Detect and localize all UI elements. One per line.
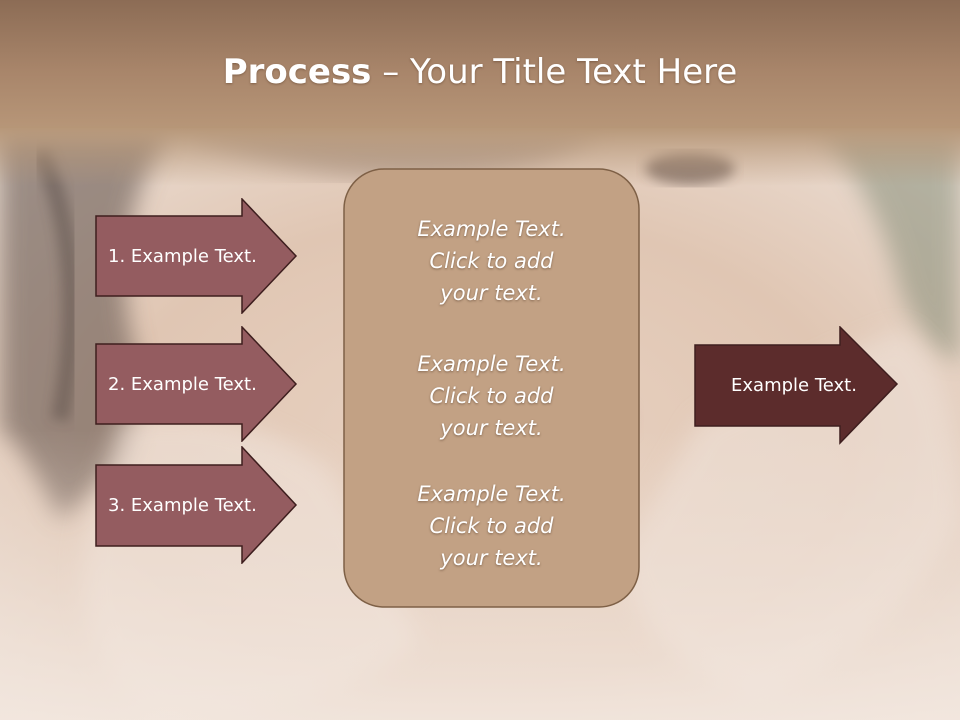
panel-block-1-line-1: Example Text. (417, 217, 566, 241)
step-arrow-1[interactable]: 1. Example Text. (95, 198, 300, 314)
panel-block-3-line-1: Example Text. (417, 482, 566, 506)
step-arrow-2[interactable]: 2. Example Text. (95, 326, 300, 442)
step-label-3: 3. Example Text. (108, 495, 257, 516)
panel-block-3-line-2: Click to add (429, 514, 554, 538)
step-label-1: 1. Example Text. (108, 245, 257, 267)
output-label: Example Text. (731, 375, 857, 396)
panel-block-1-line-3: your text. (440, 281, 543, 305)
slide-title: Process – Your Title Text Here (0, 52, 960, 92)
panel-block-2-line-2: Click to add (429, 384, 554, 408)
panel-block-2-line-1: Example Text. (417, 352, 566, 376)
panel-text-block-1: Example Text. Click to add your text. (343, 213, 640, 309)
panel-block-1-line-2: Click to add (429, 249, 554, 273)
step-label-2: 2. Example Text. (108, 373, 257, 395)
center-text-panel[interactable]: Example Text. Click to add your text. Ex… (343, 168, 640, 608)
title-bold: Process (222, 52, 372, 92)
panel-block-2-line-3: your text. (440, 416, 543, 440)
title-rest: – Your Title Text Here (371, 52, 738, 92)
panel-block-3-line-3: your text. (440, 546, 543, 570)
output-arrow[interactable]: Example Text. (694, 326, 900, 446)
panel-text-block-2: Example Text. Click to add your text. (343, 348, 640, 444)
panel-text-block-3: Example Text. Click to add your text. (343, 478, 640, 574)
step-arrow-3[interactable]: 3. Example Text. (95, 446, 300, 564)
